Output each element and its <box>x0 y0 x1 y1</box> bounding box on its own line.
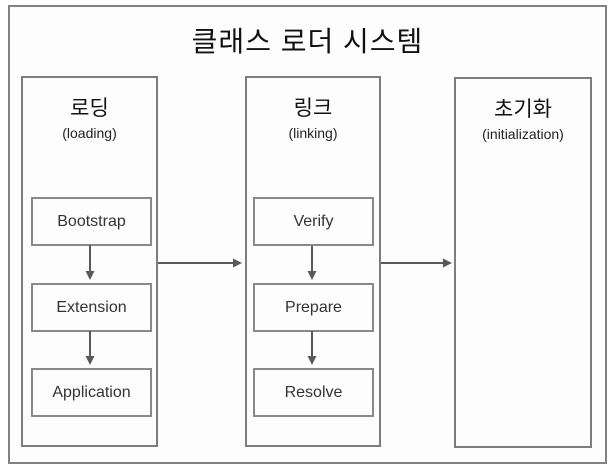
step-application: Application <box>31 368 152 417</box>
stage-initialization-title-en: (initialization) <box>482 126 564 142</box>
step-resolve: Resolve <box>253 368 374 417</box>
step-prepare: Prepare <box>253 283 374 332</box>
stage-initialization: 초기화 (initialization) <box>454 77 592 448</box>
stage-linking-title-ko: 링크 <box>293 97 333 120</box>
stage-loading: 로딩 (loading) Bootstrap Extension Applica… <box>21 76 158 447</box>
diagram-title: 클래스 로더 시스템 <box>191 26 424 57</box>
stage-linking-title-en: (linking) <box>288 125 338 141</box>
step-extension: Extension <box>31 283 152 332</box>
stage-initialization-title-ko: 초기화 <box>494 98 552 121</box>
stage-loading-title-ko: 로딩 <box>70 97 109 120</box>
stage-linking: 링크 (linking) Verify Prepare Resolve <box>245 76 381 447</box>
step-bootstrap: Bootstrap <box>31 197 152 246</box>
step-verify: Verify <box>253 197 374 246</box>
stage-loading-title-en: (loading) <box>62 125 117 141</box>
